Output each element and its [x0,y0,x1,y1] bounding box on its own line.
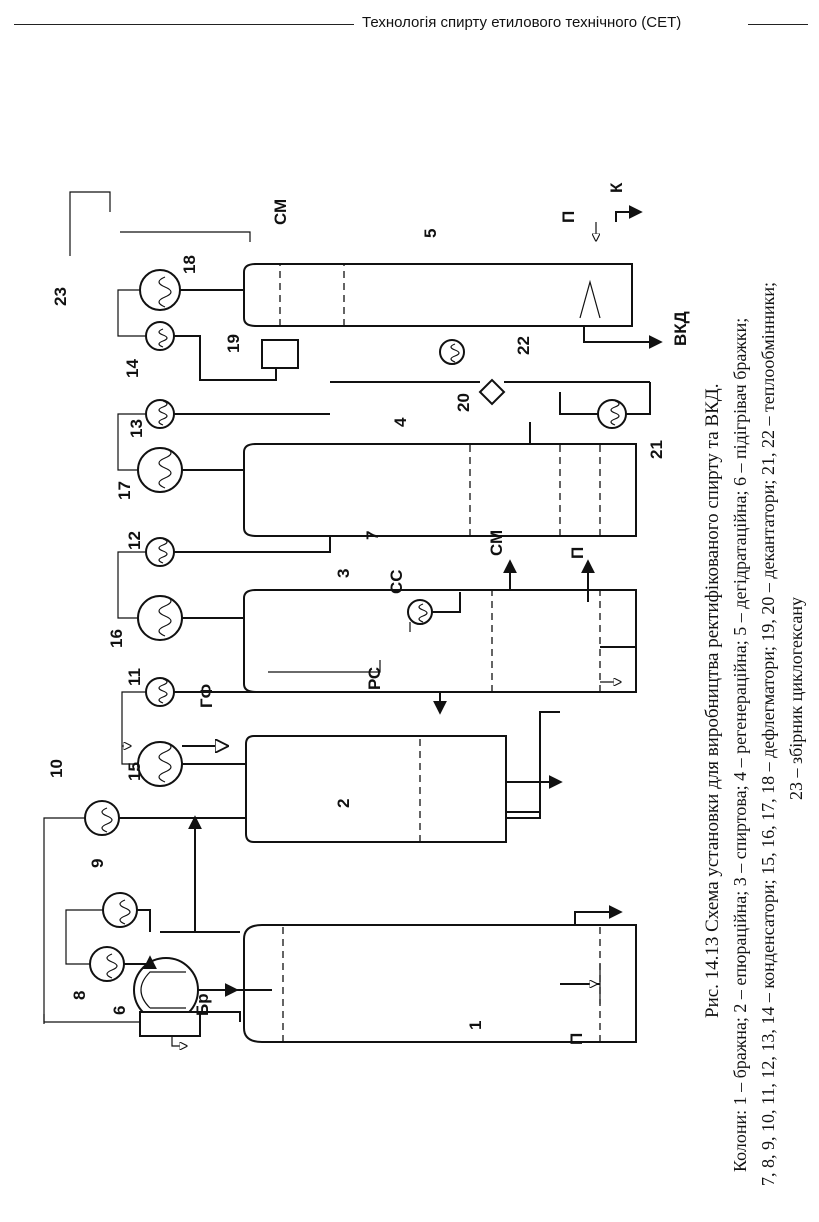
column-4-regeneration [243,443,637,537]
label-4: 4 [391,417,410,427]
decanter-19 [261,339,299,369]
stillage-outlet [574,905,623,925]
label-7: 7 [363,531,382,540]
label-17: 17 [115,481,134,500]
stream-vkd: ВКД [671,311,690,346]
label-6: 6 [110,1006,129,1015]
stream-sm-5: СМ [271,199,290,225]
caption-line-3: 23 – збірник циклогексану [786,597,806,800]
header-rule [14,24,354,25]
condenser-13 [145,399,175,429]
rotated-diagram [43,191,663,1046]
label-12: 12 [125,531,144,550]
heat-exchanger-22 [439,339,465,365]
diagram-labels: 1 2 3 4 5 6 7 8 9 10 11 12 13 14 15 16 1… [47,182,690,1045]
label-2: 2 [334,799,353,808]
stream-steam-3: П [568,547,587,559]
caption-title: Рис. 14.13 Схема установки для виробницт… [702,384,723,1018]
label-14: 14 [123,359,142,378]
dephlegmator-17 [137,447,183,493]
tank-23 [69,191,111,256]
condenser-11 [145,677,175,707]
stream-steam-1: П [567,1033,586,1045]
column-2-epuration [245,735,507,843]
stream-brazhka: Бр [193,993,212,1016]
label-18: 18 [180,255,199,274]
label-16: 16 [107,629,126,648]
condenser-10 [84,800,120,836]
dephlegmator-16 [137,595,183,641]
column-5-dehydration [243,263,633,327]
condenser-9 [102,892,138,928]
dephlegmator-15 [137,741,183,787]
dephlegmator-18 [139,269,181,311]
stream-rs: РС [365,667,384,690]
label-13: 13 [127,419,146,438]
label-21: 21 [647,440,666,459]
label-3: 3 [334,569,353,578]
caption-line-2: 7, 8, 9, 10, 11, 12, 13, 14 – конденсато… [758,282,778,1186]
stream-condensate: К [607,182,626,193]
column-3-spirit [243,589,637,693]
label-10: 10 [47,759,66,778]
label-9: 9 [88,859,107,868]
label-22: 22 [514,336,533,355]
stream-steam-5: П [559,211,578,223]
label-15: 15 [125,762,144,781]
condenser-7 [407,599,433,625]
label-8: 8 [70,991,89,1000]
stream-head-fraction: ГФ [197,684,216,708]
caption-line-1: Колони: 1 – бражна; 2 – епюраційна; 3 – … [730,318,750,1172]
label-1: 1 [466,1021,485,1030]
label-20: 20 [454,393,473,412]
figure-caption: Рис. 14.13 Схема установки для виробницт… [702,282,806,1186]
heat-exchanger-21 [597,399,627,429]
stream-ss: СС [387,569,406,594]
condenser-14 [145,321,175,351]
label-23: 23 [51,287,70,306]
label-5: 5 [421,229,440,238]
label-11: 11 [125,668,144,686]
header-rule [748,24,808,25]
decanter-20 [478,378,506,406]
condenser-12 [145,537,175,567]
label-19: 19 [224,334,243,353]
condenser-8 [89,946,125,982]
stream-sm-3: СМ [487,530,506,556]
running-header: Технологія спирту етилового технічного (… [362,14,682,31]
column-1-beer [243,924,637,1043]
separator-vessel [139,1011,201,1037]
